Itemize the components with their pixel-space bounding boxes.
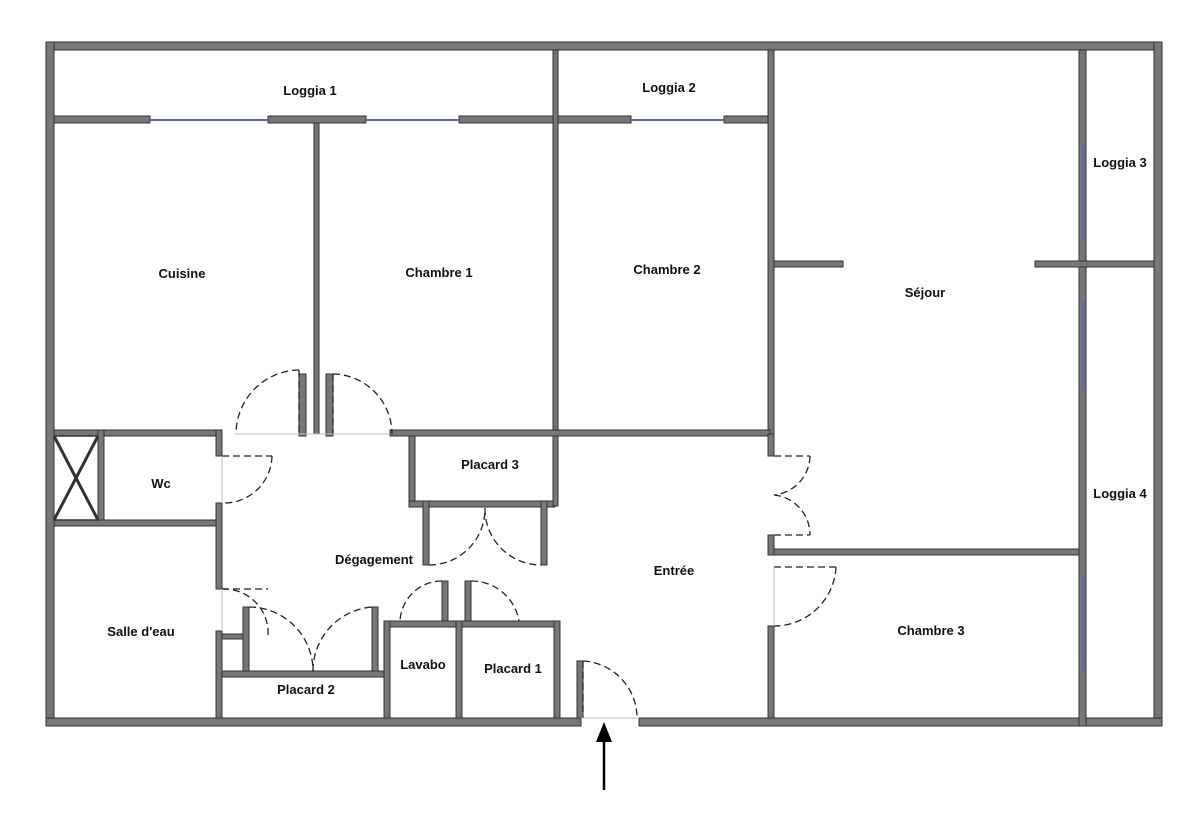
room-label-loggia-4: Loggia 4 xyxy=(1093,486,1147,501)
room-label-chambre-2: Chambre 2 xyxy=(633,262,700,277)
room-label-entree: Entrée xyxy=(654,563,694,578)
room-label-degagement: Dégagement xyxy=(335,552,414,567)
room-label-lavabo: Lavabo xyxy=(400,657,446,672)
room-label-chambre-3: Chambre 3 xyxy=(897,623,964,638)
room-label-placard-3: Placard 3 xyxy=(461,457,519,472)
doors xyxy=(221,369,837,719)
room-labels: Loggia 1 Loggia 2 Loggia 3 Loggia 4 Cuis… xyxy=(107,80,1147,697)
entrance-arrow-icon xyxy=(596,722,612,790)
room-label-loggia-2: Loggia 2 xyxy=(642,80,695,95)
room-label-cuisine: Cuisine xyxy=(159,266,206,281)
room-label-salle-deau: Salle d'eau xyxy=(107,624,174,639)
room-label-loggia-3: Loggia 3 xyxy=(1093,155,1146,170)
room-label-sejour: Séjour xyxy=(905,285,945,300)
ventilation-duct-icon xyxy=(52,435,100,521)
room-label-loggia-1: Loggia 1 xyxy=(283,83,336,98)
room-label-wc: Wc xyxy=(151,476,171,491)
walls xyxy=(45,41,1163,727)
room-label-placard-1: Placard 1 xyxy=(484,661,542,676)
windows xyxy=(150,119,1084,670)
room-label-chambre-1: Chambre 1 xyxy=(405,265,472,280)
room-label-placard-2: Placard 2 xyxy=(277,682,335,697)
